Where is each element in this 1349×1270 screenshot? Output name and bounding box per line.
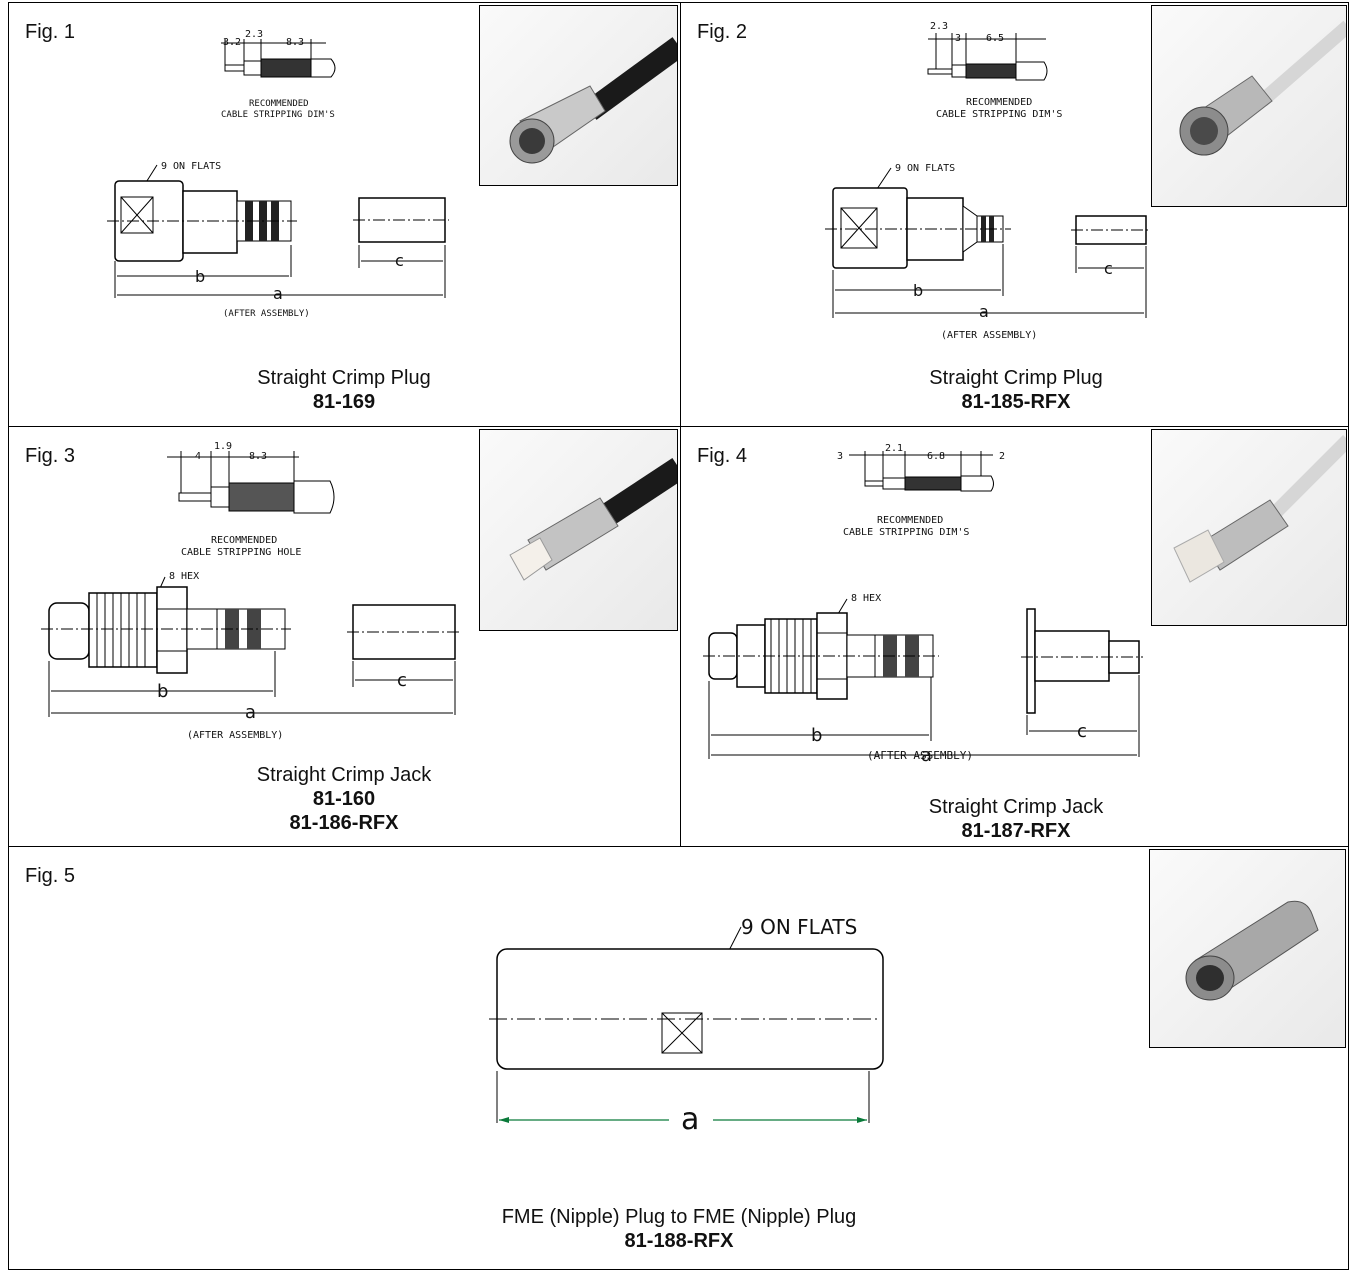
after-assembly-note: (AFTER ASSEMBLY): [187, 730, 283, 741]
product-title: Straight Crimp Jack: [256, 764, 432, 786]
strip-dim: 3: [837, 451, 843, 462]
fme-crimp-plug-photo: [1151, 5, 1347, 207]
adapter-drawing: 9 ON FLATS a: [489, 915, 884, 1137]
strip-note: RECOMMENDED: [211, 535, 277, 546]
strip-diagram: 3 2.1 6.8 2 RECOMMENDED CABLE STRIPPING …: [837, 443, 1005, 538]
strip-note: CABLE STRIPPING DIM'S: [221, 110, 335, 120]
product-title: Straight Crimp Plug: [257, 367, 431, 389]
strip-diagram: 4 1.9 8.3 RECOMMENDED CABLE STRIPPING HO…: [167, 441, 335, 558]
flats-callout: 9 ON FLATS: [741, 915, 857, 939]
part-number: 81-188-RFX: [624, 1230, 734, 1252]
connector-drawing: 9 ON FLATS c b a (AFTER ASSEMBLY): [825, 163, 1151, 341]
figure-label: Fig. 4: [697, 445, 748, 467]
after-assembly-note: (AFTER ASSEMBLY): [941, 330, 1037, 341]
strip-dim: 2.3: [930, 21, 948, 32]
figure-panel-5: Fig. 5 9 ON FLATS a FME (Nipple) Plug to…: [8, 846, 1349, 1270]
dim-label-c: c: [397, 670, 407, 691]
strip-note: CABLE STRIPPING DIM'S: [843, 527, 969, 538]
dim-label-a: a: [681, 1102, 699, 1137]
dim-label-b: b: [195, 267, 205, 286]
product-title: Straight Crimp Jack: [928, 796, 1104, 818]
connector-drawing: 8 HEX c b a (AFTER ASSEMBLY): [41, 571, 459, 741]
part-number: 81-187-RFX: [961, 820, 1071, 842]
connector-drawing: 8 HEX c b a: [703, 593, 1143, 766]
product-title: FME (Nipple) Plug to FME (Nipple) Plug: [501, 1206, 857, 1228]
flats-callout: 9 ON FLATS: [895, 163, 955, 174]
dim-label-a: a: [273, 284, 283, 303]
connector-photo-icon: [509, 37, 677, 164]
strip-dim: 2.1: [885, 443, 903, 454]
strip-dim: 2: [999, 451, 1005, 462]
connector-drawing: 9 ON FLATS c b a (AFTER ASSEMBLY): [107, 161, 449, 319]
after-assembly-note: (AFTER ASSEMBLY): [867, 749, 973, 762]
strip-dim: 1.9: [214, 441, 232, 452]
hex-callout: 8 HEX: [169, 571, 199, 582]
strip-note: RECOMMENDED: [249, 99, 309, 109]
figure-panel-1: Fig. 1 3.2 2.3 8.3 RECOMMENDED CABLE STR…: [8, 2, 681, 427]
dim-label-a: a: [245, 702, 256, 723]
after-assembly-note: (AFTER ASSEMBLY): [223, 309, 310, 319]
strip-dim: 2.3: [245, 29, 263, 40]
figure-label: Fig. 3: [25, 445, 76, 467]
connector-photo-icon: [1173, 435, 1346, 583]
hex-callout: 8 HEX: [851, 593, 881, 604]
figure-panel-3: Fig. 3 4 1.9 8.3 RECOMMENDED CABLE STRIP…: [8, 426, 681, 847]
connector-photo-icon: [509, 457, 677, 581]
dim-label-b: b: [157, 681, 168, 702]
figure-caption: Straight Crimp Plug 81-169: [159, 366, 529, 414]
part-number: 81-185-RFX: [961, 391, 1071, 413]
dim-label-a: a: [921, 745, 932, 766]
figure-label: Fig. 1: [25, 21, 76, 43]
flats-callout: 9 ON FLATS: [161, 161, 221, 172]
connector-photo-icon: [1185, 900, 1319, 1001]
part-number: 81-169: [312, 391, 376, 413]
connector-photo-icon: [1179, 20, 1346, 156]
part-number: 81-186-RFX: [289, 812, 399, 834]
dim-label-b: b: [811, 725, 822, 746]
strip-note: CABLE STRIPPING HOLE: [181, 547, 301, 558]
strip-diagram: 2.3 3 6.5 RECOMMENDED CABLE STRIPPING DI…: [927, 21, 1062, 120]
dim-label-c: c: [1104, 259, 1113, 278]
strip-diagram: 3.2 2.3 8.3 RECOMMENDED CABLE STRIPPING …: [221, 29, 336, 120]
fme-crimp-jack-photo: [479, 429, 678, 631]
fme-crimp-plug-photo: [479, 5, 678, 186]
figure-panel-2: Fig. 2 2.3 3 6.5 RECOMMENDED CABLE STRIP…: [680, 2, 1349, 427]
figure-panel-4: Fig. 4 3 2.1 6.8 2 RECOMMENDED CABLE STR…: [680, 426, 1349, 847]
figure-caption: Straight Crimp Plug 81-185-RFX: [831, 366, 1201, 414]
fme-nipple-adapter-photo: [1149, 849, 1346, 1048]
strip-dim: 6.8: [927, 451, 945, 462]
strip-note: CABLE STRIPPING DIM'S: [936, 109, 1062, 120]
figure-caption: Straight Crimp Jack 81-160 81-186-RFX: [159, 763, 529, 835]
figure-caption: FME (Nipple) Plug to FME (Nipple) Plug 8…: [379, 1205, 979, 1253]
strip-note: RECOMMENDED: [966, 97, 1032, 108]
product-title: Straight Crimp Plug: [929, 367, 1103, 389]
dim-label-b: b: [913, 281, 923, 300]
strip-note: RECOMMENDED: [877, 515, 943, 526]
figure-label: Fig. 5: [25, 865, 76, 887]
dim-label-c: c: [395, 251, 404, 270]
fme-crimp-jack-photo: [1151, 429, 1347, 626]
figure-label: Fig. 2: [697, 21, 748, 43]
part-number: 81-160: [312, 788, 376, 810]
figure-caption: Straight Crimp Jack 81-187-RFX: [831, 795, 1201, 843]
dim-label-a: a: [979, 302, 989, 321]
dim-label-c: c: [1077, 721, 1087, 742]
